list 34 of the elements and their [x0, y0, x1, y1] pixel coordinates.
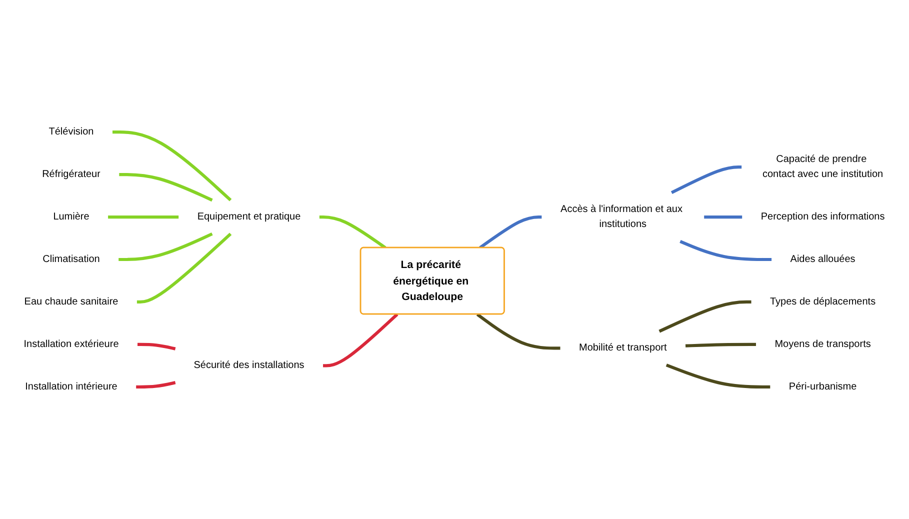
node-text: Equipement et pratique	[197, 211, 301, 222]
node-text: Eau chaude sanitaire	[24, 296, 118, 307]
connector	[685, 342, 756, 348]
connector	[479, 215, 542, 250]
connector	[108, 215, 179, 219]
connector	[658, 300, 752, 333]
node-text: Climatisation	[42, 254, 100, 264]
connector	[670, 165, 742, 194]
node-text: Moyens de transports	[774, 338, 871, 350]
connector	[138, 342, 176, 350]
node-text: Perception des informations	[760, 211, 885, 222]
connector	[476, 313, 560, 350]
node-text: Réfrigérateur	[42, 168, 100, 180]
connector	[136, 232, 232, 304]
connector	[323, 313, 398, 368]
node-text: Lumière	[53, 211, 90, 222]
node-text: Mobilité et transport	[578, 342, 667, 354]
node-text: Installation extérieure	[24, 338, 119, 350]
connector	[666, 364, 770, 388]
node-text: Types de déplacements	[770, 296, 876, 307]
node-text: Aides allouées	[790, 254, 856, 264]
node-text: Capacité de prendre contact avec une institution	[762, 154, 884, 180]
node-text: Sécurité des installations	[194, 360, 304, 371]
connector	[136, 381, 176, 388]
connector	[319, 215, 386, 250]
node-text: Télévision	[48, 126, 94, 138]
connector	[119, 172, 213, 202]
connector	[112, 130, 232, 202]
connector	[118, 232, 213, 262]
connector	[680, 240, 772, 262]
node-text: Accès à l'information et aux institutions	[560, 204, 682, 230]
node-text: Installation intérieure	[25, 381, 118, 392]
connector	[704, 215, 742, 219]
node-text: Péri-urbanisme	[788, 381, 857, 392]
